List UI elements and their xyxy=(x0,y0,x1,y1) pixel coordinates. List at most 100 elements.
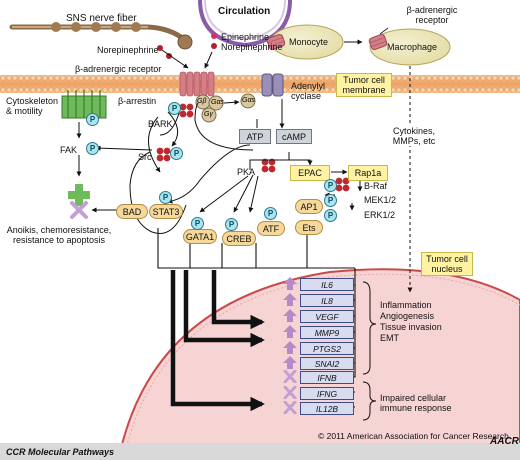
lipid-head xyxy=(330,87,336,93)
lipid-head xyxy=(6,87,12,93)
lipid-head xyxy=(420,75,426,81)
lipid-head xyxy=(396,75,402,81)
up-arrow-icon xyxy=(283,356,297,369)
lipid-head xyxy=(42,75,48,81)
tumor-membrane-label: Tumor cell membrane xyxy=(336,73,392,97)
lipid-head xyxy=(498,87,504,93)
lipid-head xyxy=(432,87,438,93)
lipid-head xyxy=(120,87,126,93)
lipid-head xyxy=(492,75,498,81)
lipid-head xyxy=(420,87,426,93)
lipid-head xyxy=(516,75,520,81)
gene-box: PTGS2 xyxy=(300,342,354,355)
bad-pill: BAD xyxy=(116,204,148,219)
lipid-head xyxy=(54,75,60,81)
lipid-head xyxy=(402,75,408,81)
lipid-head xyxy=(516,87,520,93)
lipid-head xyxy=(222,75,228,81)
circulation-vessel xyxy=(198,0,292,48)
lipid-head xyxy=(252,75,258,81)
gata1-pill: GATA1 xyxy=(183,229,217,244)
phospho-icon: P xyxy=(225,218,238,231)
lipid-head xyxy=(414,87,420,93)
lipid-head xyxy=(216,87,222,93)
g-beta-label: Gβ xyxy=(197,98,207,105)
lipid-head xyxy=(60,75,66,81)
bark-label: BARK xyxy=(148,119,173,129)
lipid-head xyxy=(168,75,174,81)
lipid-head xyxy=(486,87,492,93)
tumor-nucleus-label: Tumor cell nucleus xyxy=(421,252,473,276)
lipid-head xyxy=(234,87,240,93)
lipid-head xyxy=(396,87,402,93)
norepinephrine-nerve-label: Norepinephrine xyxy=(97,45,159,55)
lipid-head xyxy=(252,87,258,93)
lipid-head xyxy=(156,87,162,93)
phospho-icon: P xyxy=(170,147,183,160)
lipid-head xyxy=(438,87,444,93)
lipid-head xyxy=(12,75,18,81)
sns-nerve-fiber xyxy=(9,22,193,59)
lipid-head xyxy=(486,75,492,81)
up-arrow-icon xyxy=(283,293,297,306)
lipid-head xyxy=(324,87,330,93)
lipid-head xyxy=(66,75,72,81)
lipid-head xyxy=(288,87,294,93)
gene-box: IFNB xyxy=(300,371,354,384)
lipid-head xyxy=(138,87,144,93)
phospho-icon: P xyxy=(324,194,337,207)
lipid-head xyxy=(114,87,120,93)
lipid-head xyxy=(450,87,456,93)
lipid-head xyxy=(330,75,336,81)
lipid-head xyxy=(450,75,456,81)
lipid-head xyxy=(300,75,306,81)
impaired-label: Impaired cellular immune response xyxy=(380,393,452,413)
emt-label: EMT xyxy=(380,333,399,343)
lipid-head xyxy=(504,87,510,93)
phospho-icon: P xyxy=(168,102,181,115)
lipid-head xyxy=(228,75,234,81)
lipid-head xyxy=(312,87,318,93)
stat3-pill: STAT3 xyxy=(149,204,183,219)
copyright-label: © 2011 American Association for Cancer R… xyxy=(318,431,509,441)
lipid-head xyxy=(426,87,432,93)
norepinephrine-circ-label: Norepinephrine xyxy=(221,42,283,52)
lipid-head xyxy=(0,87,6,93)
phospho-icon: P xyxy=(191,217,204,230)
phospho-icon: P xyxy=(324,179,337,192)
lipid-head xyxy=(468,75,474,81)
gene-box: IL6 xyxy=(300,278,354,291)
lipid-head xyxy=(18,75,24,81)
lipid-head xyxy=(462,75,468,81)
lipid-head xyxy=(318,75,324,81)
lipid-head xyxy=(102,75,108,81)
lipid-head xyxy=(462,87,468,93)
cross-icon xyxy=(283,401,297,414)
lipid-head xyxy=(408,75,414,81)
pka-label: PKA xyxy=(237,167,256,177)
lipid-head xyxy=(288,75,294,81)
lipid-head xyxy=(24,75,30,81)
thick-arrows xyxy=(170,270,265,412)
lipid-head xyxy=(78,75,84,81)
lipid-head xyxy=(174,87,180,93)
lipid-head xyxy=(156,75,162,81)
lipid-head xyxy=(240,75,246,81)
tissue-invasion-label: Tissue invasion xyxy=(380,322,442,332)
lipid-head xyxy=(114,75,120,81)
lipid-head xyxy=(300,87,306,93)
circulation-label: Circulation xyxy=(218,6,271,17)
cross-icon xyxy=(283,386,297,399)
lipid-head xyxy=(108,75,114,81)
angiogenesis-label: Angiogenesis xyxy=(380,311,435,321)
gene-box: SNAI2 xyxy=(300,357,354,370)
lipid-head xyxy=(444,87,450,93)
lipid-head xyxy=(510,87,516,93)
monocyte-label: Monocyte xyxy=(289,37,329,47)
ets-pill: Ets xyxy=(295,220,323,235)
lipid-head xyxy=(96,75,102,81)
lipid-head xyxy=(144,87,150,93)
receptor-icon xyxy=(266,33,286,51)
lipid-head xyxy=(444,75,450,81)
lipid-head xyxy=(6,75,12,81)
